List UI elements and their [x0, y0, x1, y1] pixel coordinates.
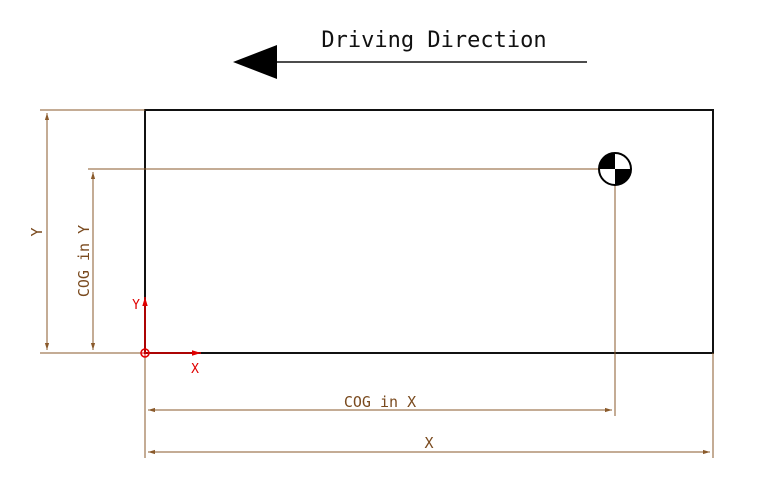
axis-x-label: X — [191, 362, 199, 377]
axis-y-label: Y — [132, 298, 140, 313]
cog-y-label: COG in Y — [75, 225, 93, 297]
overall-width-dimension: X — [148, 353, 714, 458]
cog-x-dimension: COG in X — [144, 353, 612, 458]
overall-height-label: Y — [28, 227, 46, 236]
driving-direction: Driving Direction — [233, 28, 587, 79]
origin-axes: Y X — [132, 297, 201, 377]
center-of-gravity-icon — [598, 152, 632, 186]
vehicle-outline — [144, 109, 714, 354]
cog-y-dimension: COG in Y — [75, 172, 145, 354]
cog-x-label: COG in X — [344, 393, 416, 411]
overall-width-label: X — [424, 434, 433, 452]
arrow-left-icon — [233, 45, 587, 79]
cog-reference-lines — [88, 168, 616, 416]
driving-direction-label: Driving Direction — [321, 28, 546, 53]
